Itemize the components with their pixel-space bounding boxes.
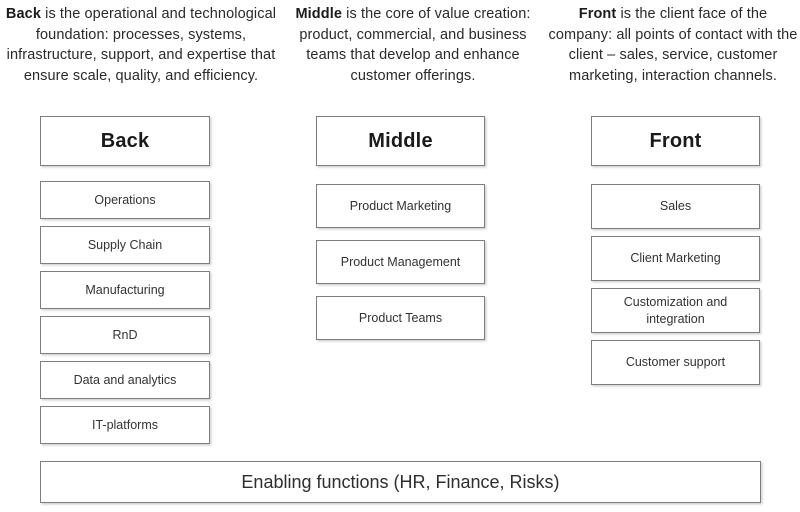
back-item-it-platforms: IT-platforms — [40, 406, 210, 444]
front-item-client-marketing: Client Marketing — [591, 236, 760, 281]
front-header-box: Front — [591, 116, 760, 166]
back-description: Back is the operational and technologica… — [2, 4, 280, 86]
front-description: Front is the client face of the company:… — [546, 4, 800, 86]
middle-column: Middle Product Marketing Product Managem… — [316, 116, 485, 352]
enabling-functions-bar: Enabling functions (HR, Finance, Risks) — [40, 461, 761, 503]
back-item-rnd: RnD — [40, 316, 210, 354]
back-column: Back Operations Supply Chain Manufacturi… — [40, 116, 210, 451]
middle-header-box: Middle — [316, 116, 485, 166]
middle-description-lead: Middle — [295, 6, 343, 22]
middle-description-text: is the core of value creation: product, … — [299, 6, 531, 84]
middle-description: Middle is the core of value creation: pr… — [288, 4, 538, 86]
back-description-text: is the operational and technological fou… — [6, 6, 277, 84]
back-description-lead: Back — [5, 6, 41, 22]
front-description-text: is the client face of the company: all p… — [548, 6, 798, 84]
front-column: Front Sales Client Marketing Customizati… — [591, 116, 760, 392]
front-item-customization-and-integration: Customization and integration — [591, 288, 760, 333]
back-item-supply-chain: Supply Chain — [40, 226, 210, 264]
front-item-sales: Sales — [591, 184, 760, 229]
back-item-manufacturing: Manufacturing — [40, 271, 210, 309]
back-header-box: Back — [40, 116, 210, 166]
back-item-data-and-analytics: Data and analytics — [40, 361, 210, 399]
middle-item-product-management: Product Management — [316, 240, 485, 284]
front-description-lead: Front — [578, 6, 617, 22]
back-item-operations: Operations — [40, 181, 210, 219]
middle-item-product-teams: Product Teams — [316, 296, 485, 340]
middle-item-product-marketing: Product Marketing — [316, 184, 485, 228]
front-item-customer-support: Customer support — [591, 340, 760, 385]
